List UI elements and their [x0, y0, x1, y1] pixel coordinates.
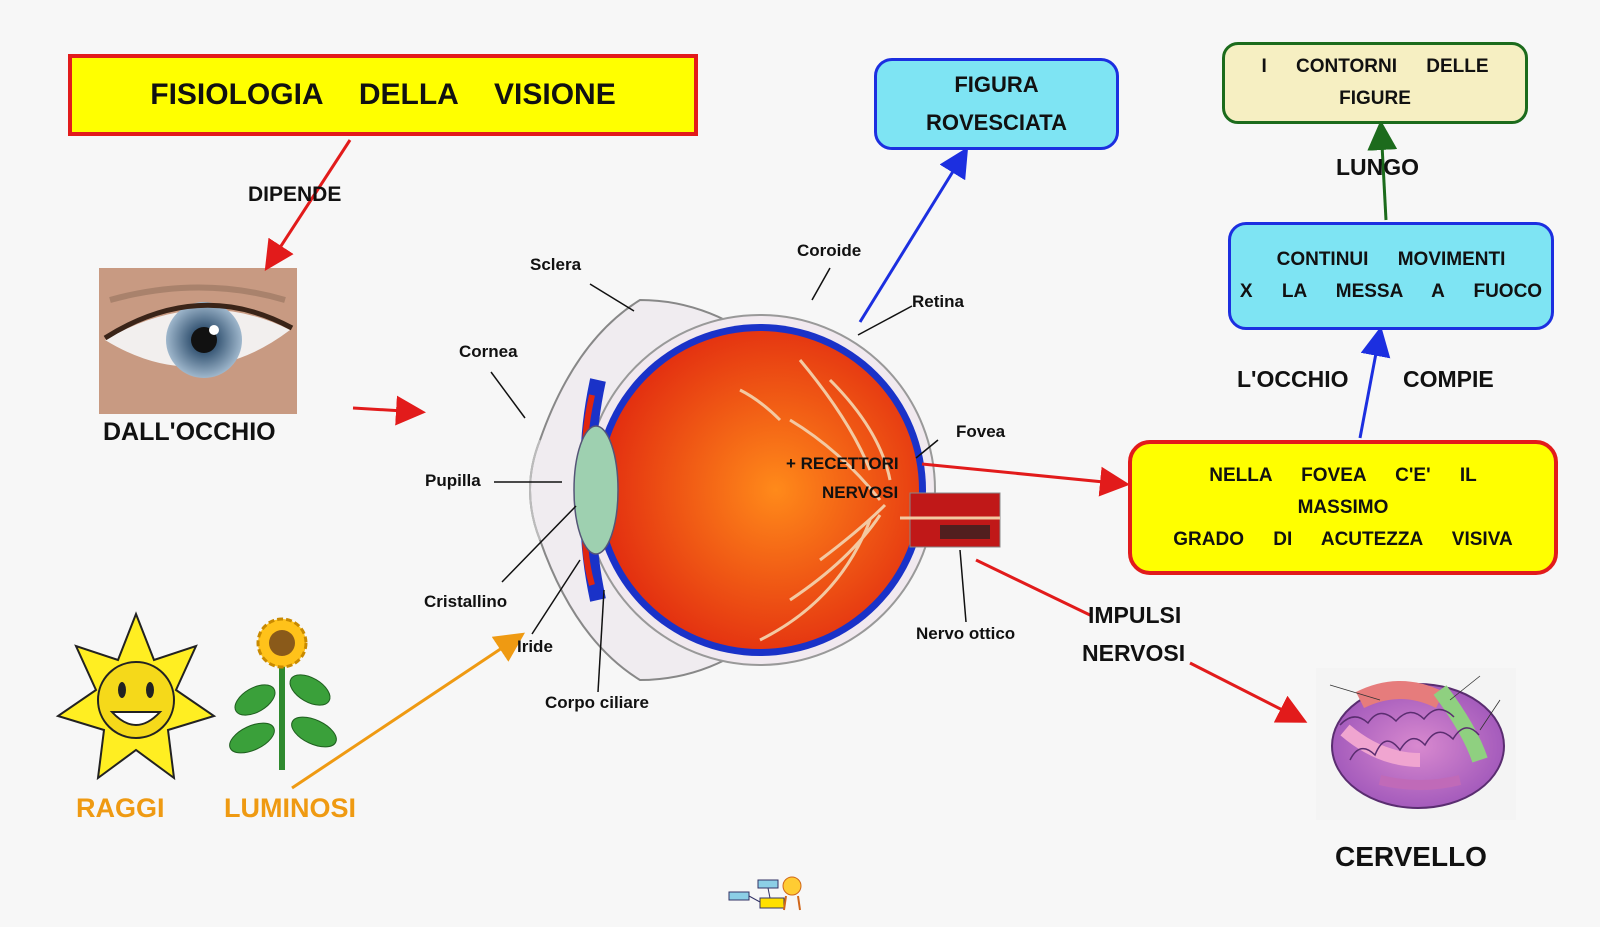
box-line: NELLA FOVEA C'E' IL: [1209, 464, 1477, 486]
brain-image: [1316, 668, 1516, 820]
page-title: FISIOLOGIA DELLA VISIONE: [150, 78, 616, 111]
eye-label-recettori: + RECETTORI: [786, 454, 899, 473]
eye-label-nervosi: NERVOSI: [822, 483, 899, 502]
box-line: FIGURA: [954, 72, 1039, 97]
link-lungo: LUNGO: [1336, 154, 1420, 180]
eye-label-pupilla: Pupilla: [425, 471, 481, 490]
logo-icon: [728, 876, 802, 911]
label-dall-occhio: DALL'OCCHIO: [103, 418, 276, 446]
sunflower-icon: [229, 617, 337, 770]
label-cervello: CERVELLO: [1335, 841, 1487, 872]
link-locchio: L'OCCHIO: [1237, 366, 1349, 392]
box-line: I CONTORNI DELLE: [1261, 56, 1489, 77]
movimenti-box: CONTINUI MOVIMENTI X LA MESSA A FUOCO: [1228, 222, 1554, 330]
box-line: ROVESCIATA: [926, 110, 1067, 135]
link-nervosi: NERVOSI: [1082, 640, 1186, 666]
label-luminosi: LUMINOSI: [224, 793, 356, 823]
link-impulsi: IMPULSI: [1088, 602, 1182, 628]
eye-label-sclera: Sclera: [530, 255, 582, 274]
link-dipende: DIPENDE: [248, 183, 342, 206]
eye-label-coroide: Coroide: [797, 241, 862, 260]
eye-anatomy: [529, 298, 1001, 682]
box-line: FIGURE: [1339, 88, 1411, 109]
figura-rovesciata-box: FIGURA ROVESCIATA: [874, 58, 1119, 150]
eye-label-cristallino: Cristallino: [424, 592, 508, 611]
arrows: [264, 120, 1398, 790]
contorni-figure-box: I CONTORNI DELLE FIGURE: [1222, 42, 1528, 124]
leader-lines: [490, 267, 967, 693]
sun-icon: [55, 611, 217, 781]
eye-label-retina: Retina: [912, 292, 964, 311]
box-line: MASSIMO: [1297, 496, 1389, 518]
box-line: CONTINUI MOVIMENTI: [1276, 249, 1506, 270]
eye-label-iride: Iride: [517, 637, 553, 656]
eye-label-fovea: Fovea: [956, 422, 1006, 441]
box-line: GRADO DI ACUTEZZA VISIVA: [1173, 528, 1513, 550]
eye-label-corpo-ciliare: Corpo ciliare: [545, 693, 649, 712]
link-compie: COMPIE: [1403, 366, 1494, 392]
eye-label-cornea: Cornea: [459, 342, 518, 361]
box-line: X LA MESSA A FUOCO: [1239, 281, 1543, 302]
eye-label-nervo-ottico: Nervo ottico: [916, 624, 1016, 643]
eye-photo: [99, 268, 297, 414]
label-raggi: RAGGI: [76, 793, 165, 823]
fovea-box: NELLA FOVEA C'E' IL MASSIMO GRADO DI ACU…: [1128, 440, 1558, 575]
title-box: FISIOLOGIA DELLA VISIONE: [68, 54, 698, 136]
